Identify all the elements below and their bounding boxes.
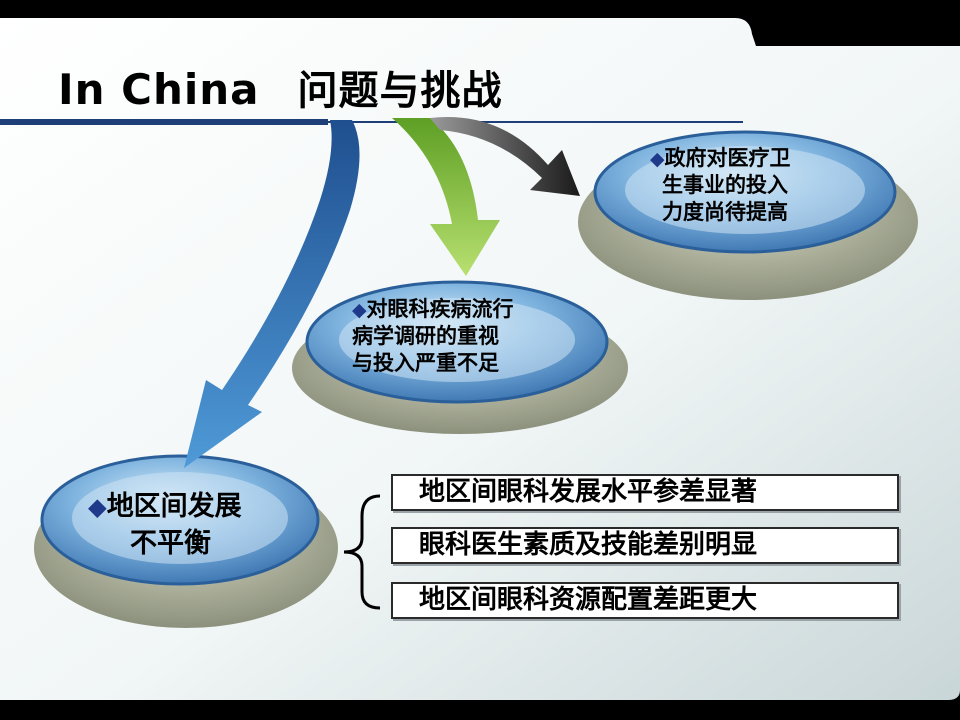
- node-research-line-3: 与投入严重不足: [352, 350, 499, 375]
- slide-title: In China 问题与挑战: [58, 58, 503, 118]
- detail-box-2: 眼科医生素质及技能差别明显: [391, 527, 899, 564]
- node-regional-line-1: 地区间发展: [106, 491, 242, 522]
- node-funding-line-1: 政府对医疗卫: [664, 146, 791, 170]
- ellipse-research: [292, 280, 628, 434]
- node-funding-text: ◆政府对医疗卫 生事业的投入 力度尚待提高: [650, 145, 791, 226]
- node-research-text: ◆对眼科疾病流行 病学调研的重视 与投入严重不足: [352, 296, 514, 377]
- title-cjk: 问题与挑战: [297, 68, 503, 114]
- detail-box-3: 地区间眼科资源配置差距更大: [391, 582, 899, 619]
- diamond-bullet-icon: ◆: [650, 148, 665, 170]
- ellipse-funding: [578, 130, 918, 300]
- node-research-line-1: 对眼科疾病流行: [366, 297, 514, 321]
- arrow-to-research: [392, 118, 500, 276]
- node-funding-line-3: 力度尚待提高: [662, 199, 788, 224]
- diamond-bullet-icon: ◆: [352, 299, 367, 321]
- node-funding-line-2: 生事业的投入: [662, 172, 788, 197]
- title-rule-thin: [328, 121, 743, 123]
- node-research-line-2: 病学调研的重视: [352, 323, 499, 348]
- arrow-to-funding: [430, 116, 580, 196]
- ellipse-regional: [34, 454, 338, 628]
- diamond-bullet-icon: ◆: [88, 492, 107, 521]
- title-latin: In China: [58, 65, 260, 114]
- title-rule: [0, 119, 328, 125]
- node-regional-line-2: 不平衡: [130, 528, 211, 560]
- node-regional-text: ◆地区间发展 不平衡: [88, 488, 242, 563]
- arrow-to-regional: [184, 120, 360, 468]
- bracket: [343, 494, 381, 610]
- detail-box-1: 地区间眼科发展水平参差显著: [391, 474, 899, 511]
